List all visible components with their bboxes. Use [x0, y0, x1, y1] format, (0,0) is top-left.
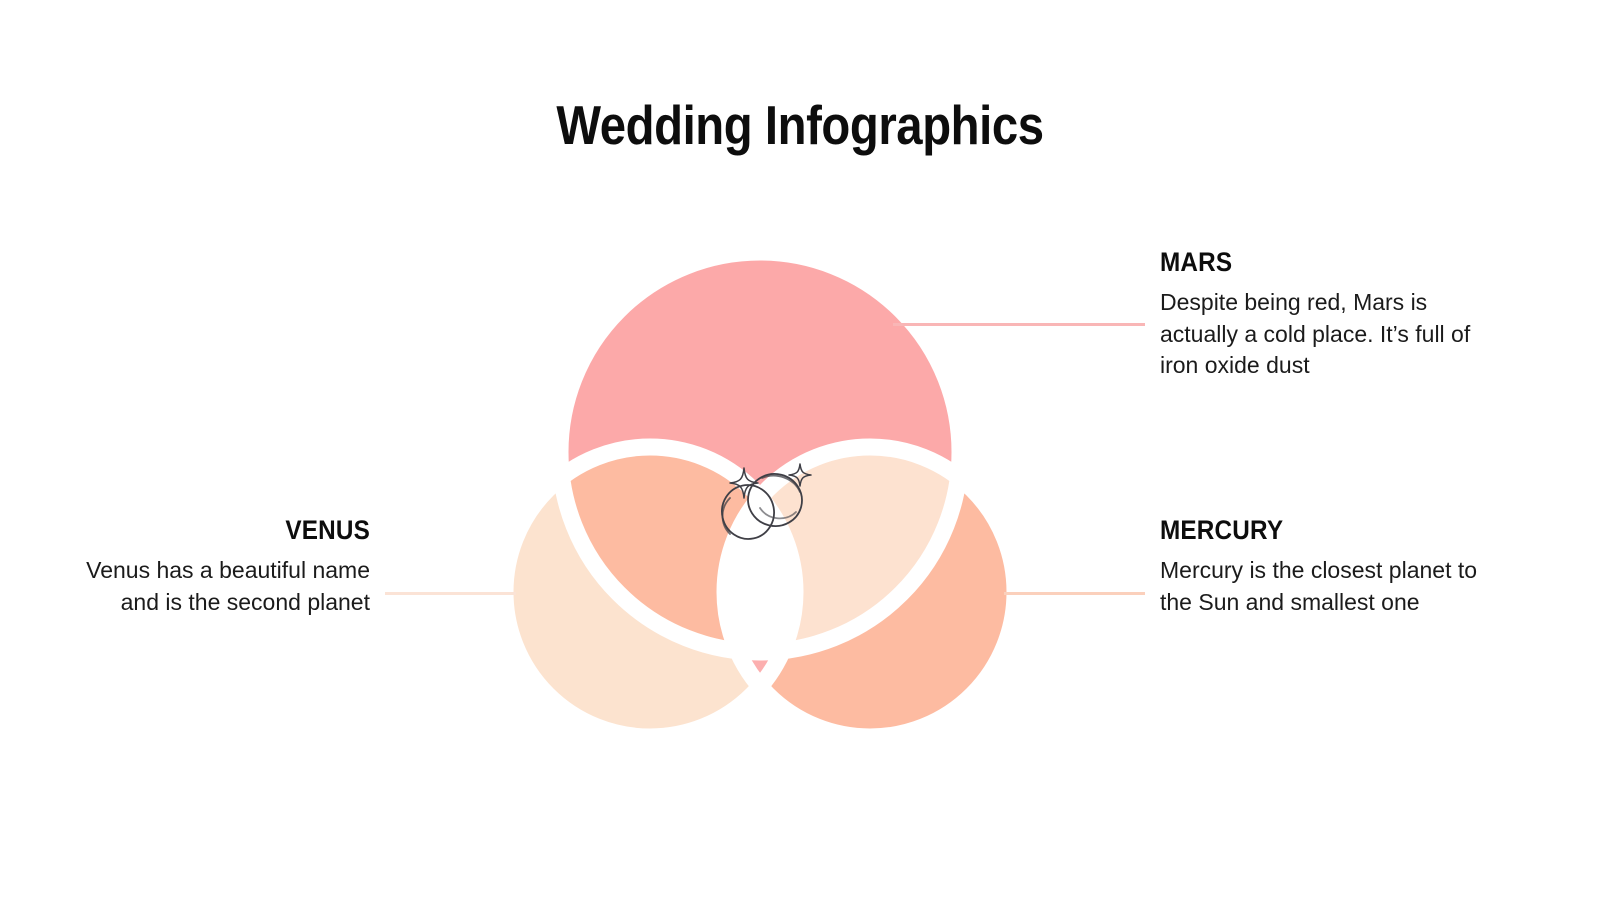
page-title: Wedding Infographics — [556, 93, 1044, 156]
callout-mercury-body: Mercury is the closest planet to the Sun… — [1160, 557, 1478, 615]
callout-venus: VENUS Venus has a beautiful name and is … — [70, 515, 370, 618]
wedding-rings-icon — [721, 463, 812, 540]
connector-line-mars — [893, 323, 1145, 326]
callout-venus-body: Venus has a beautiful name and is the se… — [86, 557, 370, 615]
callout-mercury-title: MERCURY — [1160, 515, 1284, 545]
callout-mars: MARS Despite being red, Mars is actually… — [1160, 247, 1480, 382]
callout-mercury: MERCURY Mercury is the closest planet to… — [1160, 515, 1480, 618]
connector-line-mercury — [1004, 592, 1145, 595]
callout-mars-body: Despite being red, Mars is actually a co… — [1160, 289, 1471, 378]
callout-mars-title: MARS — [1160, 247, 1233, 277]
connector-line-venus — [385, 592, 516, 595]
venn-diagram-svg — [496, 243, 1024, 730]
callout-venus-title: VENUS — [285, 515, 370, 545]
venn-diagram — [490, 230, 1040, 730]
